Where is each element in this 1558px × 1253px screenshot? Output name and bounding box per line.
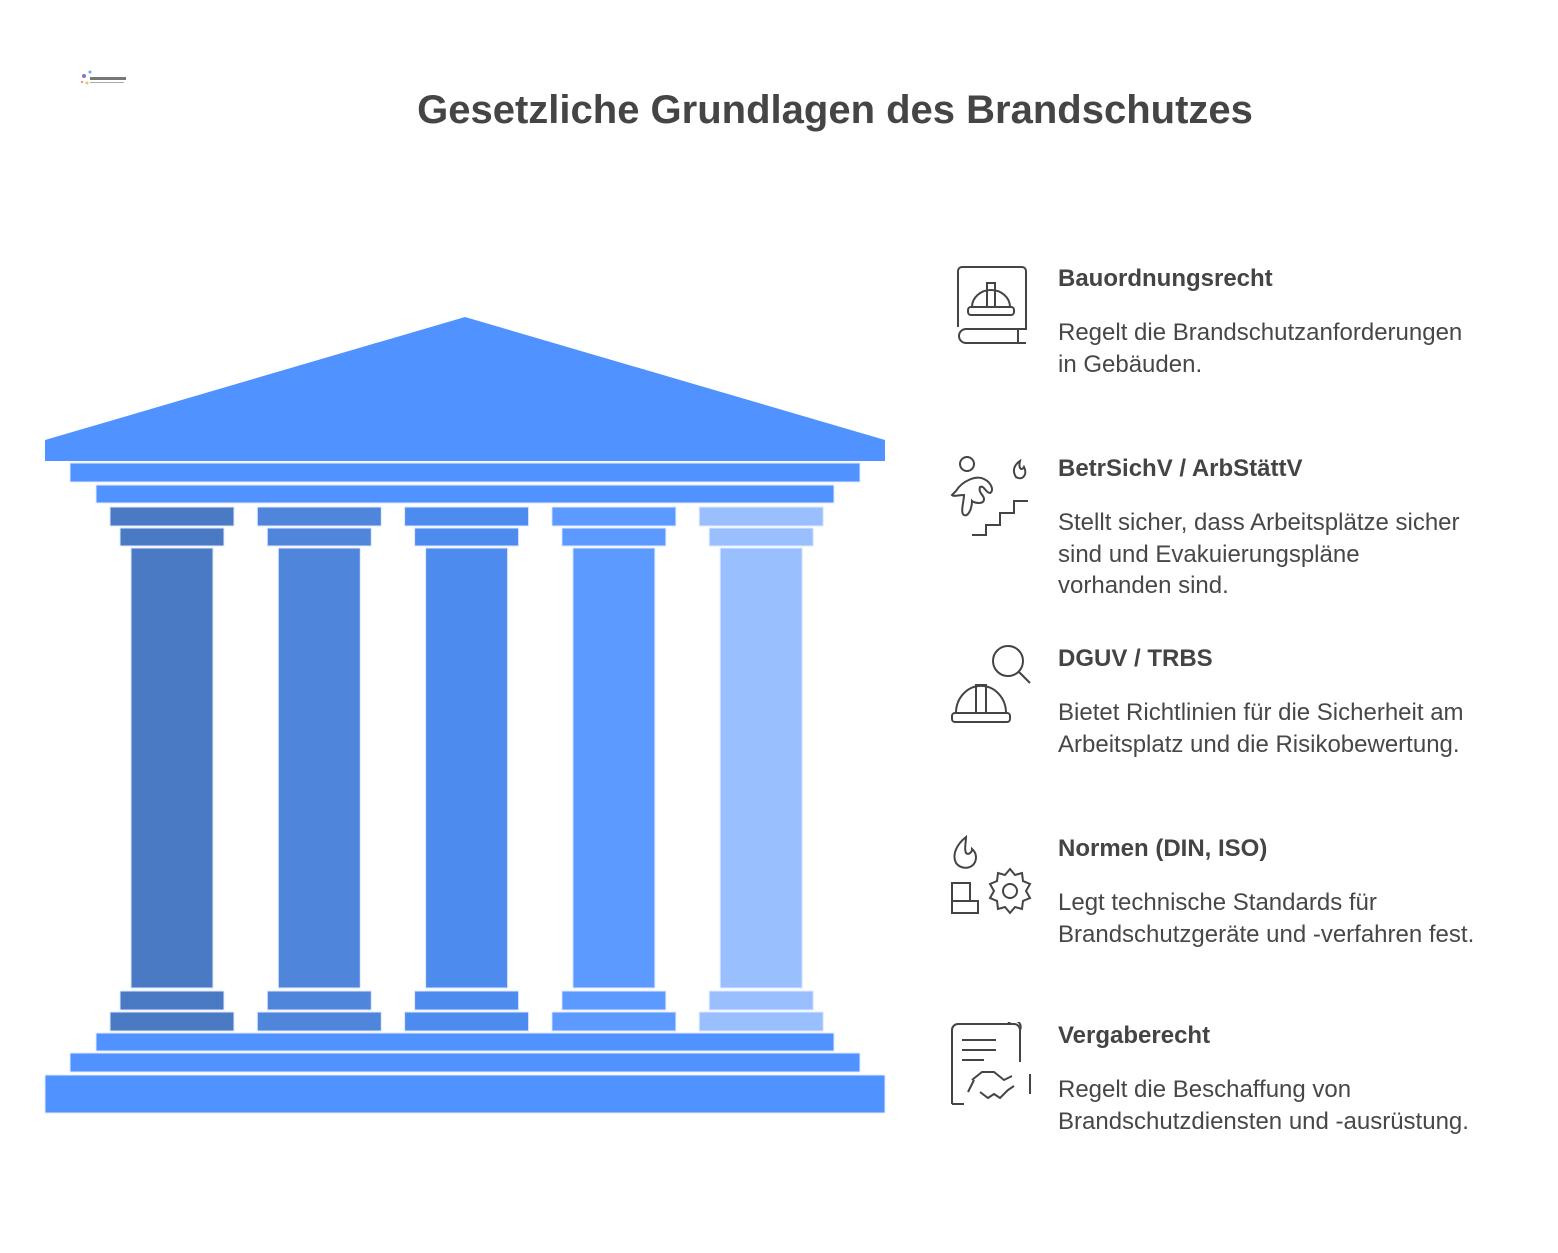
column-capital-top [109,506,235,527]
hardhat-magnifier-icon [951,645,1031,723]
column-capital-top [551,506,677,527]
contract-handshake-icon [951,1022,1031,1105]
item-description: Legt technische Standards für Brandschut… [1058,889,1475,948]
column-shaft [277,547,361,989]
item-title: DGUV / TRBS [1058,645,1213,672]
column-shaft [130,547,214,989]
column-capital-top [698,506,824,527]
item-description: Bietet Richtlinien für die Sicherheit am… [1058,699,1464,758]
evacuation-stairs-fire-icon [950,456,1028,536]
column-base [708,990,814,1011]
temple-diagram [44,317,886,1114]
stylobate-base [44,1074,886,1114]
column-base [414,990,520,1011]
column-base [561,990,667,1011]
item-title: BetrSichV / ArbStättV [1058,455,1303,482]
column-shaft [425,547,509,989]
column-capital [708,527,814,547]
stylobate-step [69,1052,861,1073]
column-plinth [256,1011,382,1032]
column-plinth [109,1011,235,1032]
column-capital [414,527,520,547]
column-capital [266,527,372,547]
column-capital [561,527,667,547]
column-capital-top [404,506,530,527]
book-hardhat-icon [957,266,1027,344]
item-title: Normen (DIN, ISO) [1058,835,1268,862]
item-description: Regelt die Beschaffung von Brandschutzdi… [1058,1076,1469,1135]
column-capital-top [256,506,382,527]
column-plinth [551,1011,677,1032]
column-shaft [719,547,803,989]
temple-roof [45,317,885,461]
item-title: Vergaberecht [1058,1022,1211,1049]
item-description: Stellt sicher, dass Arbeitsplätze sicher… [1058,509,1460,599]
column-plinth [698,1011,824,1032]
column-shaft [572,547,656,989]
item-title: Bauordnungsrecht [1058,265,1273,292]
stylobate-step [95,1032,835,1052]
column-capital [119,527,225,547]
column-base [266,990,372,1011]
item-description: Regelt die Brandschutzanforderungen in G… [1058,319,1463,378]
entablature-band [95,484,835,504]
entablature-band [69,462,861,483]
column-plinth [404,1011,530,1032]
page-title: Gesetzliche Grundlagen des Brandschutzes [417,88,1253,132]
column-base [119,990,225,1011]
fire-gear-blocks-icon [951,835,1032,915]
logo [81,70,126,85]
